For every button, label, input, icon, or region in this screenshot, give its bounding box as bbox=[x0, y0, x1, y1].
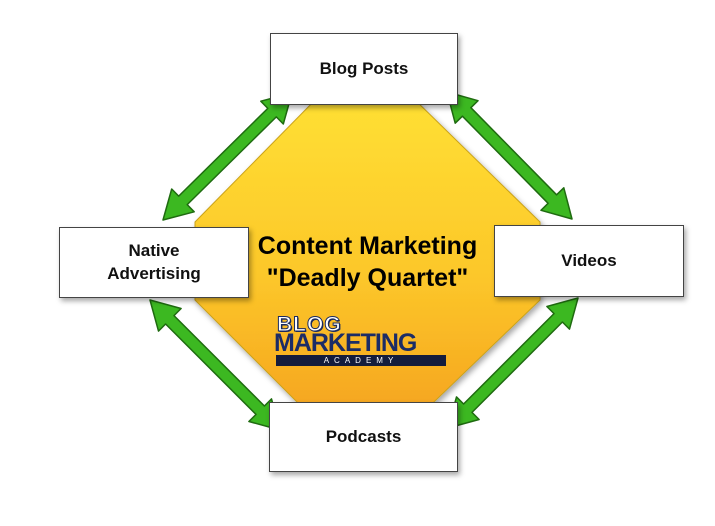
videos-label: Videos bbox=[561, 250, 617, 270]
logo-text-academy: ACADEMY bbox=[276, 355, 446, 366]
arrow-blog-native bbox=[162, 92, 293, 221]
blog-posts-box: Blog Posts bbox=[270, 33, 458, 105]
blog-marketing-academy-logo: BLOG MARKETING ACADEMY bbox=[274, 313, 454, 366]
logo-text-blog: BLOG bbox=[277, 313, 342, 337]
native-advertising-label: Native Advertising bbox=[107, 240, 201, 284]
native-advertising-box: Native Advertising bbox=[59, 227, 249, 298]
videos-box: Videos bbox=[494, 225, 684, 297]
podcasts-box: Podcasts bbox=[269, 402, 458, 472]
podcasts-label: Podcasts bbox=[325, 426, 402, 446]
logo-text-marketing: MARKETING bbox=[274, 329, 417, 357]
native-advertising-label-line2: Advertising bbox=[107, 263, 201, 283]
center-title-line1: Content Marketing bbox=[257, 232, 478, 260]
native-advertising-label-line1: Native bbox=[128, 241, 180, 261]
arrow-blog-videos bbox=[446, 91, 573, 220]
center-title-line2: "Deadly Quartet" bbox=[266, 264, 469, 292]
blog-posts-label: Blog Posts bbox=[319, 58, 409, 78]
